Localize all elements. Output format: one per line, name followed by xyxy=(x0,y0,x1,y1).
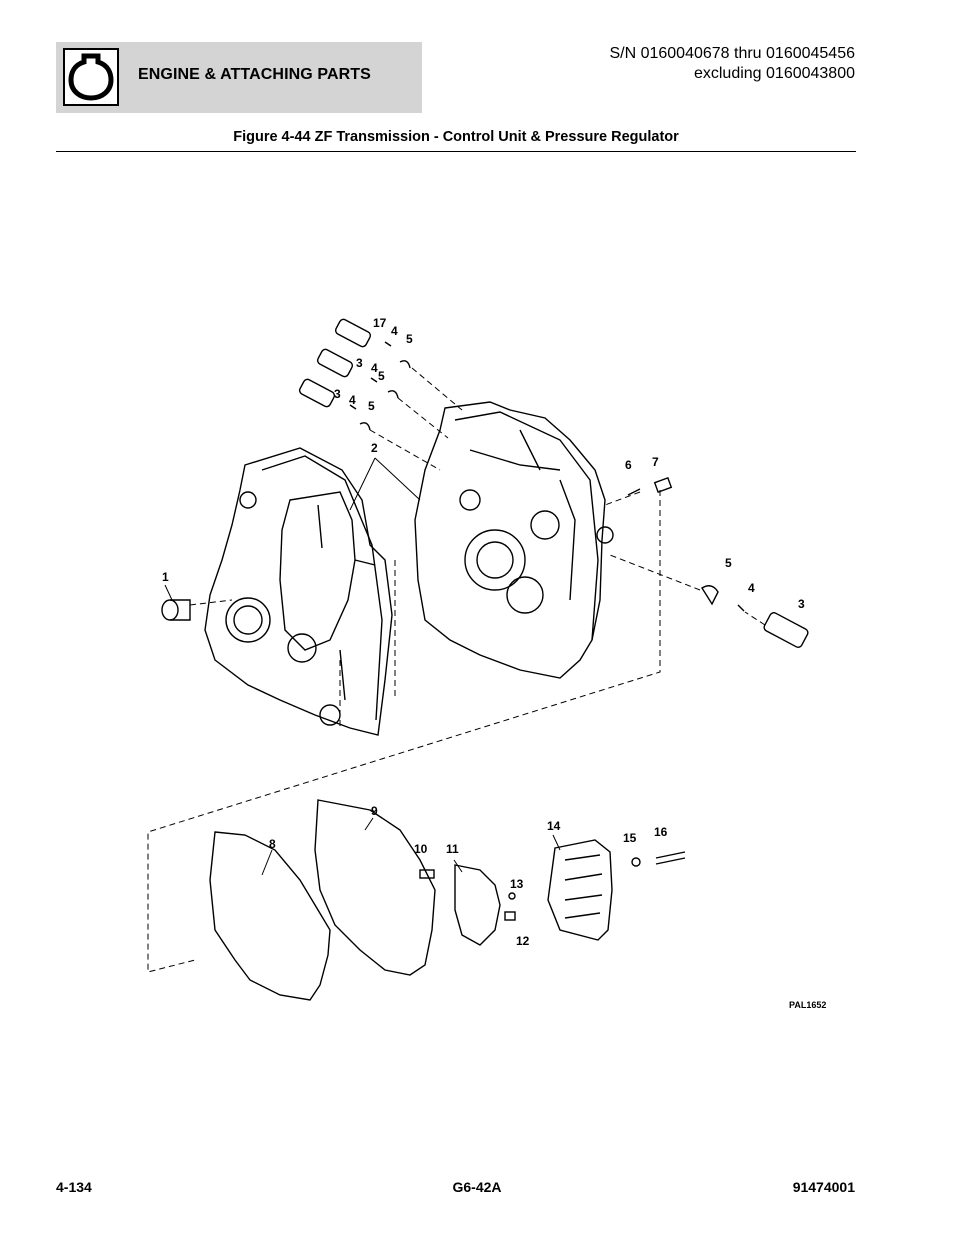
callout-label: 4 xyxy=(748,581,755,595)
callout-label: 2 xyxy=(371,441,378,455)
section-header-box: ENGINE & ATTACHING PARTS xyxy=(56,42,422,113)
control-unit-block xyxy=(547,839,613,941)
serial-line-2: excluding 0160043800 xyxy=(693,65,855,82)
callout-label: 10 xyxy=(414,842,428,856)
ball-part xyxy=(508,892,516,900)
solenoid-valve-upper xyxy=(298,318,411,431)
section-title: ENGINE & ATTACHING PARTS xyxy=(138,66,371,83)
callout-label: 9 xyxy=(371,804,378,818)
callout-label: 8 xyxy=(269,837,276,851)
gasket-plate xyxy=(209,831,331,1001)
callout-label: 7 xyxy=(652,455,659,469)
transmission-housing-rear xyxy=(414,401,614,679)
callout-label: 5 xyxy=(368,399,375,413)
engine-section-icon xyxy=(63,48,119,106)
intermediate-plate xyxy=(314,799,436,976)
page-number: 4-134 xyxy=(56,1179,92,1195)
drawing-id: PAL1652 xyxy=(789,1000,826,1010)
callout-label: 3 xyxy=(798,597,805,611)
callout-label: 6 xyxy=(625,458,632,472)
model-number: G6-42A xyxy=(452,1179,502,1195)
callout-label: 4 xyxy=(349,393,356,407)
callout-label: 4 xyxy=(391,324,398,338)
callout-label: 11 xyxy=(446,842,459,856)
serial-number-range: S/N 0160040678 thru 0160045456 excluding… xyxy=(609,44,855,84)
callout-label: 3 xyxy=(334,387,341,401)
title-divider xyxy=(56,151,856,152)
spring-part xyxy=(504,911,516,921)
callout-label: 14 xyxy=(547,819,561,833)
callout-label: 4 xyxy=(371,361,378,375)
transmission-housing-front xyxy=(204,447,393,736)
callout-label: 16 xyxy=(654,825,668,839)
nut-part xyxy=(631,857,641,867)
fitting-part xyxy=(161,599,179,621)
fastener-part xyxy=(419,869,435,879)
assembly-guide-lines xyxy=(147,367,766,973)
callout-label: 5 xyxy=(406,332,413,346)
serial-line-1: S/N 0160040678 thru 0160045456 xyxy=(609,45,855,62)
figure-title: Figure 4-44 ZF Transmission - Control Un… xyxy=(233,129,679,145)
callout-label: 5 xyxy=(378,369,385,383)
callout-label: 12 xyxy=(516,934,530,948)
callout-label: 5 xyxy=(725,556,732,570)
bolt-part xyxy=(655,851,686,865)
callout-label: 1 xyxy=(162,570,169,584)
document-number: 91474001 xyxy=(792,1179,855,1195)
small-plate xyxy=(454,864,501,946)
callout-label: 15 xyxy=(623,831,637,845)
callout-label: 17 xyxy=(373,316,387,330)
solenoid-valve-right xyxy=(627,477,809,648)
callout-label: 13 xyxy=(510,877,524,891)
callout-label: 3 xyxy=(356,356,363,370)
